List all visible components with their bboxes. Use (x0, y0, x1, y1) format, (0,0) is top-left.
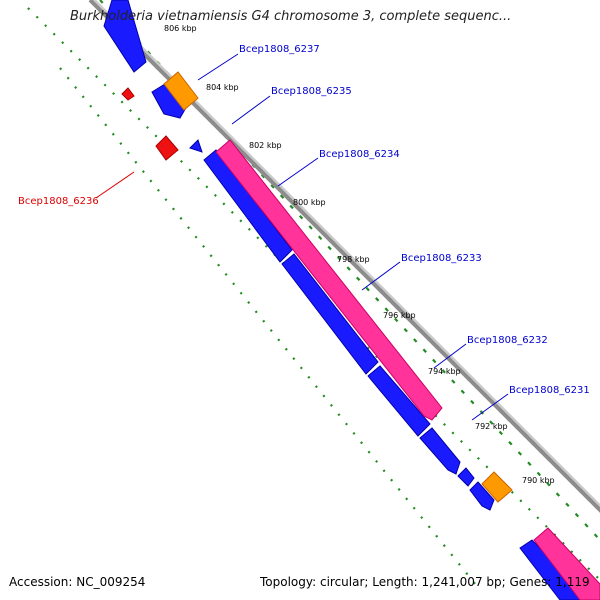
scale-ticks: 806 kbp 804 kbp 802 kbp 800 kbp 798 kbp … (164, 24, 555, 485)
tick-label: 800 kbp (293, 198, 326, 207)
gene-label[interactable]: Bcep1808_6231 (509, 385, 590, 396)
leader-line (433, 343, 467, 369)
tick-label: 790 kbp (522, 476, 555, 485)
gene-arrow[interactable] (215, 139, 443, 421)
gene-arrow[interactable] (457, 467, 475, 487)
gene-arrow[interactable] (367, 365, 431, 437)
gene-arrow[interactable] (533, 527, 600, 600)
gene-label[interactable]: Bcep1808_6233 (401, 253, 482, 264)
feature-block[interactable] (155, 135, 179, 161)
gene-arrow[interactable] (203, 149, 293, 263)
map-title: Burkholderia vietnamiensis G4 chromosome… (70, 9, 512, 24)
other-features (163, 71, 513, 503)
label-leaders (95, 53, 509, 421)
gene-arrow[interactable] (469, 481, 495, 511)
tick-rail (99, 0, 600, 541)
tick-label: 792 kbp (475, 422, 508, 431)
gene-arrow[interactable] (103, 0, 147, 73)
gene-label[interactable]: Bcep1808_6237 (239, 44, 320, 55)
leader-line (361, 261, 401, 291)
feature-block[interactable] (163, 71, 199, 111)
tick-label: 806 kbp (164, 24, 197, 33)
gene-labels: Bcep1808_6237 Bcep1808_6235 Bcep1808_623… (18, 44, 590, 396)
gene-label[interactable]: Bcep1808_6234 (319, 149, 400, 160)
leader-line (197, 53, 239, 81)
gene-label[interactable]: Bcep1808_6235 (271, 86, 352, 97)
leader-line (231, 95, 271, 125)
tick-label: 794 kbp (428, 367, 461, 376)
tick-label: 804 kbp (206, 83, 239, 92)
accession-text: Accession: NC_009254 (9, 575, 146, 589)
gene-label[interactable]: Bcep1808_6236 (18, 196, 99, 207)
feature-block[interactable] (481, 471, 513, 503)
leader-line (95, 171, 135, 199)
leader-line (277, 157, 319, 187)
gene-arrow[interactable] (189, 139, 203, 153)
gene-arrow[interactable] (419, 427, 461, 475)
tick-label: 796 kbp (383, 311, 416, 320)
gene-arrow[interactable] (151, 83, 188, 119)
red-features (121, 87, 179, 161)
reverse-strand-genes (103, 0, 592, 600)
sequence-summary: Topology: circular; Length: 1,241,007 bp… (260, 575, 590, 589)
gene-label[interactable]: Bcep1808_6232 (467, 335, 548, 346)
forward-strand-genes (215, 139, 600, 600)
tick-label: 802 kbp (249, 141, 282, 150)
tick-label: 798 kbp (337, 255, 370, 264)
gene-arrow[interactable] (281, 253, 379, 375)
leader-line (471, 393, 509, 421)
feature-block[interactable] (121, 87, 135, 101)
